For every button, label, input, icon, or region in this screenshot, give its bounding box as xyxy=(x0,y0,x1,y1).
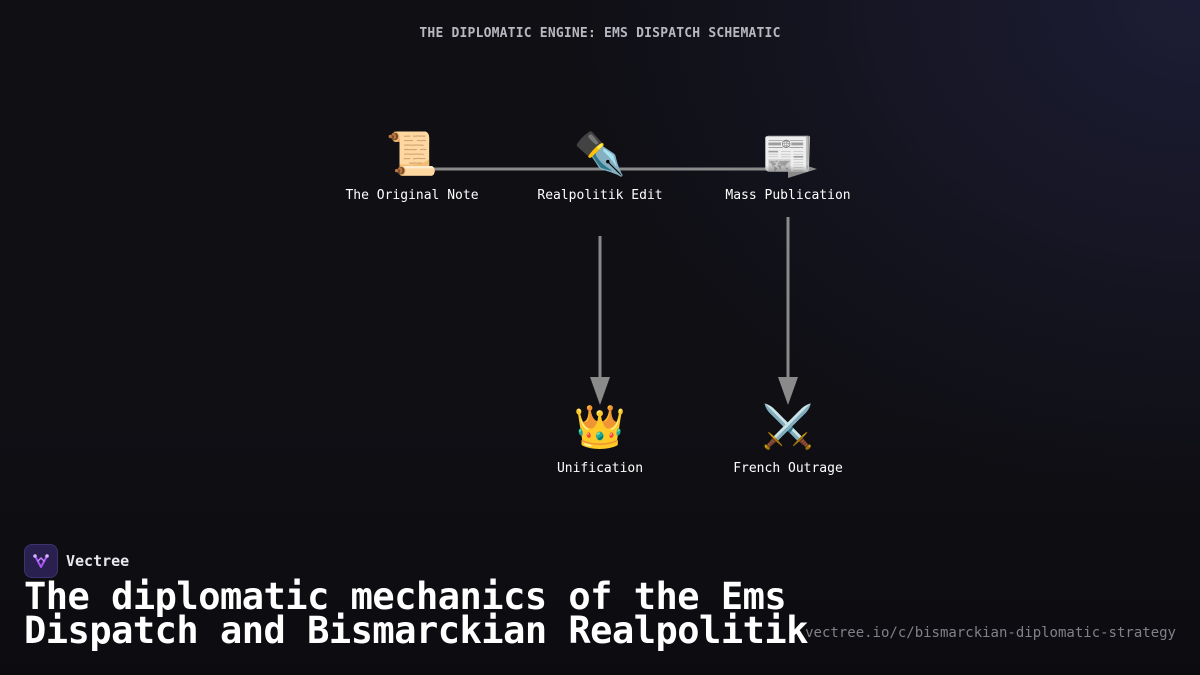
source-url[interactable]: vectree.io/c/bismarckian-diplomatic-stra… xyxy=(805,625,1176,641)
node-unification: 👑 Unification xyxy=(500,402,700,477)
fountain-pen-icon: ✒️ xyxy=(573,129,627,178)
edge-publication-to-outrage xyxy=(778,217,798,405)
diagram-title: THE DIPLOMATIC ENGINE: EMS DISPATCH SCHE… xyxy=(419,26,781,41)
node-original-note: 📜 The Original Note xyxy=(312,129,512,204)
page-headline: The diplomatic mechanics of the Ems Disp… xyxy=(24,575,808,652)
node-label: Mass Publication xyxy=(725,188,851,203)
scroll-icon: 📜 xyxy=(385,129,439,178)
node-label: French Outrage xyxy=(733,461,843,476)
brand: Vectree xyxy=(24,544,129,578)
crown-icon: 👑 xyxy=(573,402,627,451)
node-realpolitik-edit: ✒️ Realpolitik Edit xyxy=(500,129,700,204)
crossed-swords-icon: ⚔️ xyxy=(761,402,815,451)
node-label: Unification xyxy=(556,461,644,476)
edge-original-to-publication xyxy=(412,160,817,178)
node-label: The Original Note xyxy=(345,188,479,203)
newspaper-icon: 📰 xyxy=(761,129,815,178)
node-label: Realpolitik Edit xyxy=(537,188,663,203)
brand-name: Vectree xyxy=(66,552,130,570)
node-mass-publication: 📰 Mass Publication xyxy=(688,129,888,204)
node-french-outrage: ⚔️ French Outrage xyxy=(688,402,888,477)
edge-edit-to-unification xyxy=(590,236,610,405)
vectree-logo-icon xyxy=(24,544,58,578)
